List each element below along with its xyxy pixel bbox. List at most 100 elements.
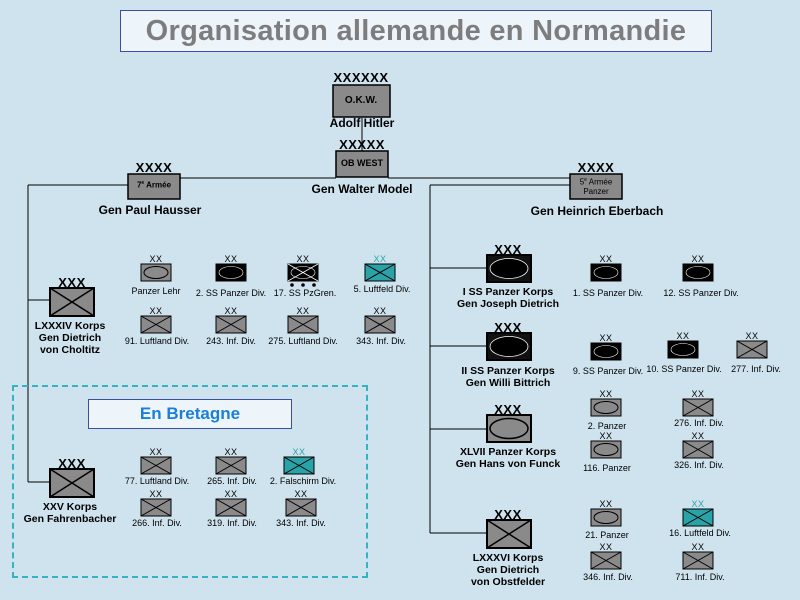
inf265-symbol <box>215 456 247 475</box>
inf276-echelon: XX <box>691 389 705 399</box>
pz116-symbol <box>590 440 622 459</box>
inf326-label: 326. Inf. Div. <box>674 460 724 470</box>
xxv-echelon: XXX <box>58 456 86 471</box>
inf326-echelon: XX <box>691 431 705 441</box>
iss-symbol <box>486 254 532 283</box>
bretagne-label-box: En Bretagne <box>88 399 292 429</box>
okw-commander: Adolf Hitler <box>329 116 395 130</box>
inf343b-label: 343. Inf. Div. <box>276 518 326 528</box>
inf276-symbol <box>682 398 714 417</box>
ss2-symbol <box>215 263 247 282</box>
xlvii-symbol <box>486 414 532 443</box>
panzer-lehr-symbol <box>140 263 172 282</box>
ss2-label: 2. SS Panzer Div. <box>195 288 267 298</box>
fall2-label: 2. Falschirm Div. <box>269 476 337 486</box>
ss9-echelon: XX <box>599 333 613 343</box>
bretagne-label: En Bretagne <box>139 404 241 423</box>
inf711-echelon: XX <box>691 542 705 552</box>
armee7-box-label: 7e Armée <box>136 180 172 190</box>
ss17-symbol <box>287 263 319 287</box>
pz116-label: 116. Panzer <box>583 463 631 473</box>
ss1-echelon: XX <box>599 254 613 264</box>
inf276-label: 276. Inf. Div. <box>674 418 724 428</box>
inf343a-label: 343. Inf. Div. <box>356 336 406 346</box>
inf266-symbol <box>140 498 172 517</box>
ss9-symbol <box>590 342 622 361</box>
inf343a-symbol <box>364 315 396 334</box>
connector-lines <box>27 118 570 534</box>
armee7-commander: Gen Paul Hausser <box>98 203 202 217</box>
ss10-echelon: XX <box>676 331 690 341</box>
luft77-label: 77. Luftland Div. <box>124 476 190 486</box>
luft275-label: 275. Luftland Div. <box>268 336 338 346</box>
ob-west-box-label: OB WEST <box>341 158 383 168</box>
inf277-echelon: XX <box>745 331 759 341</box>
ss1-symbol <box>590 263 622 282</box>
title-box: Organisation allemande en Normandie <box>120 10 712 52</box>
pz21-label: 21. Panzer <box>585 530 629 540</box>
pz2-symbol <box>590 398 622 417</box>
lxxxiv-echelon: XXX <box>58 275 86 290</box>
ob-west-commander: Gen Walter Model <box>311 182 413 196</box>
lxxxvi-echelon: XXX <box>494 507 522 522</box>
armee5-echelon: XXXX <box>577 160 615 175</box>
okw-box-label: O.K.W. <box>344 95 378 106</box>
ss2-echelon: XX <box>224 254 238 264</box>
armee7-echelon: XXXX <box>135 160 173 175</box>
luft5-echelon: XX <box>373 254 387 264</box>
pz21-symbol <box>590 508 622 527</box>
inf243-echelon: XX <box>224 306 238 316</box>
pz21-echelon: XX <box>599 499 613 509</box>
iiss-echelon: XXX <box>494 320 522 335</box>
inf343b-echelon: XX <box>294 489 308 499</box>
luft77-symbol <box>140 456 172 475</box>
okw-symbol <box>332 84 391 118</box>
luft91-symbol <box>140 315 172 334</box>
pz116-echelon: XX <box>599 431 613 441</box>
ss12-symbol <box>682 263 714 282</box>
lxxxvi-symbol <box>486 519 532 549</box>
ss17-label: 17. SS PzGren. <box>273 288 337 298</box>
panzer-lehr-label: Panzer Lehr <box>131 286 181 296</box>
page-title: Organisation allemande en Normandie <box>145 14 687 47</box>
luft16-label: 16. Luftfeld Div. <box>669 528 731 538</box>
inf326-symbol <box>682 440 714 459</box>
lxxxiv-symbol <box>49 287 95 317</box>
armee5-symbol <box>569 173 623 200</box>
ob-west-echelon: XXXXX <box>339 137 385 152</box>
ss12-echelon: XX <box>691 254 705 264</box>
iiss-symbol <box>486 332 532 361</box>
inf265-echelon: XX <box>224 447 238 457</box>
inf319-label: 319. Inf. Div. <box>207 518 257 528</box>
inf343b-symbol <box>285 498 317 517</box>
bretagne-frame <box>12 385 368 578</box>
ss12-label: 12. SS Panzer Div. <box>663 288 739 298</box>
xlvii-echelon: XXX <box>494 402 522 417</box>
ob-west-symbol <box>335 150 389 178</box>
inf319-echelon: XX <box>224 489 238 499</box>
panzer-lehr-echelon: XX <box>149 254 163 264</box>
luft16-echelon: XX <box>691 499 705 509</box>
luft16-symbol <box>682 508 714 527</box>
inf277-label: 277. Inf. Div. <box>731 364 781 374</box>
luft275-symbol <box>287 315 319 334</box>
pz2-echelon: XX <box>599 389 613 399</box>
inf346-symbol <box>590 551 622 570</box>
ss10-symbol <box>667 340 699 359</box>
inf265-label: 265. Inf. Div. <box>207 476 257 486</box>
inf711-label: 711. Inf. Div. <box>675 572 725 582</box>
luft5-symbol <box>364 263 396 282</box>
inf711-symbol <box>682 551 714 570</box>
inf243-label: 243. Inf. Div. <box>206 336 256 346</box>
inf319-symbol <box>215 498 247 517</box>
luft5-label: 5. Luftfeld Div. <box>353 284 411 294</box>
ss9-label: 9. SS Panzer Div. <box>572 366 644 376</box>
